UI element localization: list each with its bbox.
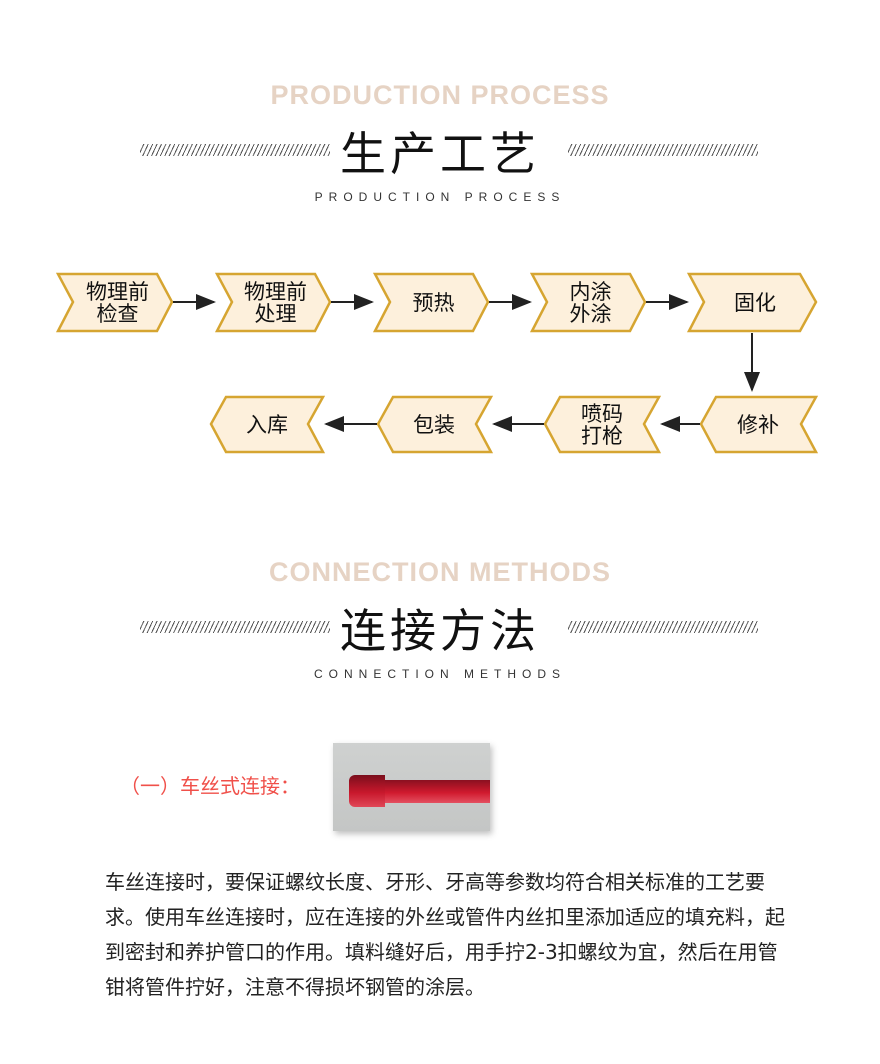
step-shape [686,272,818,333]
process-step: 入库 [218,397,316,452]
process-step: 物理前检查 [70,274,165,331]
step-label: 处理 [254,301,297,326]
step-label: 预热 [412,290,455,315]
divider-hatch [568,621,758,633]
process-step: 内涂外涂 [543,274,638,331]
step-shape [372,272,490,333]
process-step: 喷码打枪 [552,397,652,452]
process-step: 包装 [385,397,483,452]
threaded-pipe-photo [333,743,490,831]
section-en-title: CONNECTION METHODS [269,557,611,587]
step-label: 检查 [96,301,139,326]
step-label: 内涂 [569,279,612,304]
step-label: 打枪 [581,423,623,448]
step-label: 物理前 [86,279,149,304]
process-step: 修补 [708,397,808,452]
step-shape [376,395,494,454]
section-cn-title: 连接方法 [340,604,540,658]
step-shape [214,272,332,333]
step-label: 喷码 [581,401,623,426]
process-step: 预热 [386,274,481,331]
step-label: 修补 [737,412,779,437]
connection-subheading: （一）车丝式连接： [120,774,300,798]
step-label: 固化 [734,290,776,315]
step-label: 物理前 [244,279,307,304]
section-en-subtitle: CONNECTION METHODS [314,667,566,681]
step-label: 外涂 [569,301,612,326]
step-shape [55,272,174,333]
step-shape [529,272,647,333]
divider-hatch [568,144,758,156]
section-en-subtitle: PRODUCTION PROCESS [314,190,566,204]
process-step: 物理前处理 [228,274,323,331]
step-shape [699,395,819,454]
step-label: 包装 [413,412,455,437]
divider-hatch [140,144,330,156]
section-en-title: PRODUCTION PROCESS [270,80,610,110]
section-cn-title: 生产工艺 [340,127,540,181]
step-shape [543,395,662,454]
step-label: 入库 [246,412,288,437]
step-shape [209,395,326,454]
divider-hatch [140,621,330,633]
body-text: 车丝连接时，要保证螺纹长度、牙形、牙高等参数均符合相关标准的工艺要求。使用车丝连… [105,870,785,999]
process-step: 固化 [700,274,810,331]
